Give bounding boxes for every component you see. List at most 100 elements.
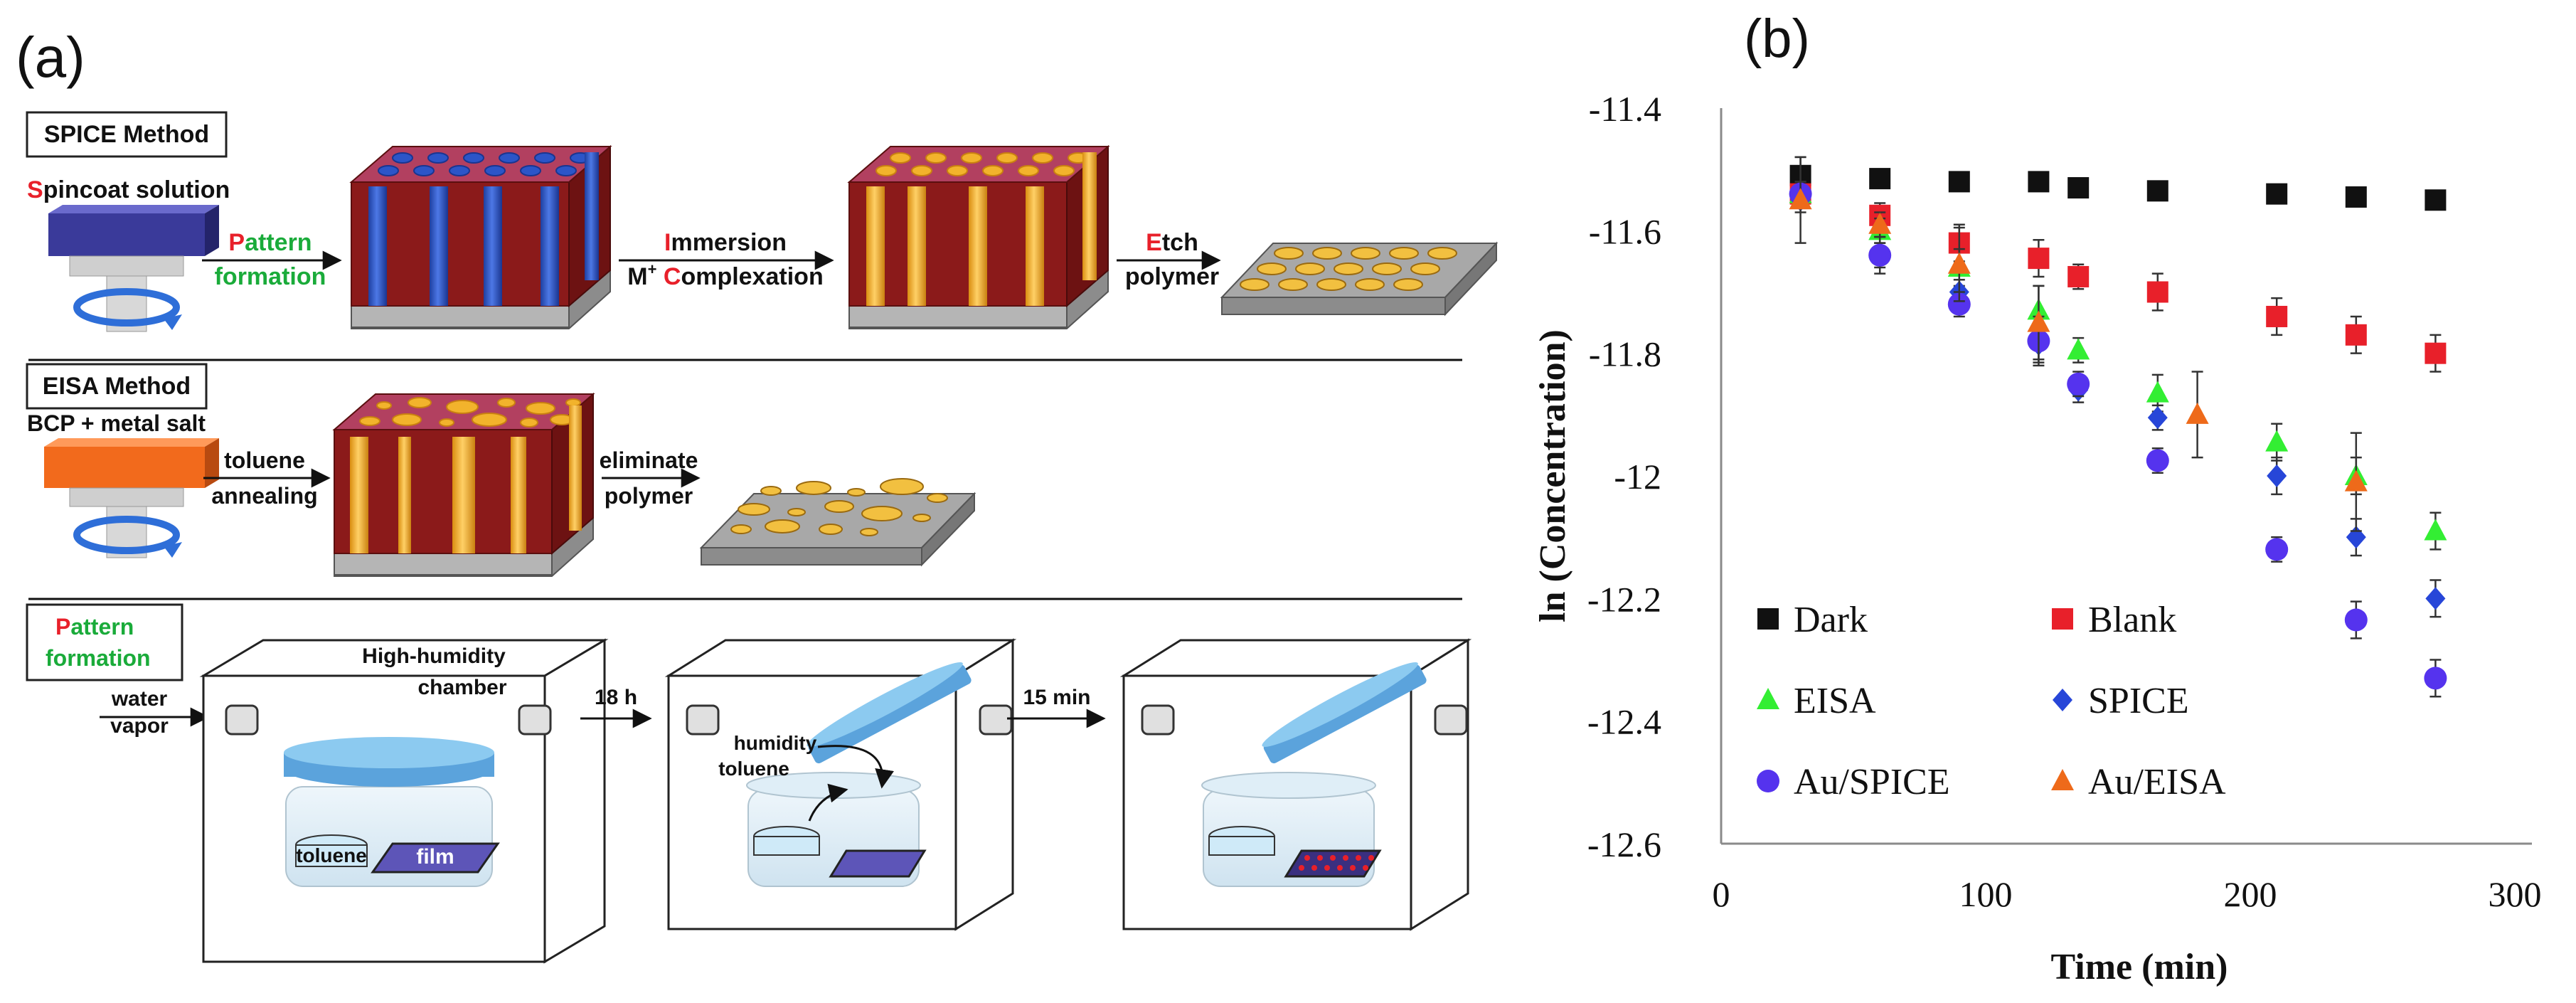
data-point: [2028, 171, 2050, 193]
complexation-first-letter: C: [664, 263, 681, 290]
metal-ion-charge: +: [648, 260, 657, 278]
data-point: [1789, 188, 1812, 210]
pattern-rest: attern: [245, 229, 312, 256]
legend-label: EISA: [1794, 681, 1876, 721]
spin-coater-icon-2: [44, 438, 219, 558]
spincoat-label: Spincoat solution: [27, 176, 230, 203]
formation-box-label: formation: [46, 645, 151, 671]
immersion-first-letter: I: [664, 229, 671, 256]
eisa-method-label: EISA Method: [43, 373, 191, 400]
data-point: [2067, 338, 2090, 360]
substrate-gold-dots: [1220, 241, 1499, 317]
data-point: [2344, 469, 2368, 492]
chamber-1: High-humidity chamber toluene film: [199, 638, 609, 964]
data-point: [2028, 248, 2050, 270]
series-dark: [1789, 156, 2447, 211]
y-axis-title: ln (Concentration): [1533, 329, 1573, 622]
data-point: [2424, 519, 2447, 541]
spice-method-box: [26, 111, 228, 158]
spice-method-label: SPICE Method: [44, 121, 209, 148]
pattern-formation-box: [26, 603, 183, 681]
legend-label: Blank: [2088, 600, 2176, 640]
eliminate-arrow-label: eliminate: [600, 447, 698, 473]
spin-coater-icon: [48, 205, 219, 332]
data-point: [2425, 189, 2447, 211]
spincoat-first-letter: S: [27, 176, 43, 203]
x-axis-title: Time (min): [2051, 947, 2228, 987]
chamber-title-2: chamber: [417, 676, 506, 699]
y-tick-label: -12.2: [1587, 579, 1661, 619]
data-point: [2425, 342, 2447, 364]
pattern-first-letter: P: [228, 229, 245, 256]
block-gold-cylinders: [847, 144, 1110, 329]
data-point: [1869, 168, 1891, 190]
eliminate-polymer-label: polymer: [605, 483, 693, 509]
substrate-gold-random: [699, 478, 976, 567]
data-point: [2425, 587, 2446, 610]
bcp-label: BCP + metal salt: [27, 410, 206, 436]
data-point: [2345, 324, 2367, 346]
water-label: water: [111, 687, 168, 711]
data-point: [2345, 186, 2367, 208]
legend-label: Dark: [1794, 600, 1868, 640]
series-layer: [1789, 156, 2447, 698]
series-au-eisa: [1789, 156, 2368, 532]
complexation-arrow-label: M+ Complexation: [627, 260, 823, 290]
pattern-box-first-letter: P: [55, 614, 70, 640]
pattern-arrow-label: Pattern: [228, 229, 312, 256]
data-point: [2146, 449, 2169, 472]
y-tick-label: -11.8: [1589, 334, 1661, 374]
annealing-arrow-label: annealing: [211, 483, 317, 509]
y-tick-label: -12.4: [1587, 702, 1661, 742]
data-point: [1948, 171, 1970, 193]
data-point: [2147, 406, 2168, 430]
data-point: [2067, 372, 2090, 396]
panel-b-label: (b): [1744, 9, 1810, 69]
pattern-box-label: Pattern: [55, 614, 134, 640]
etch-first-letter: E: [1146, 229, 1162, 256]
data-point: [1947, 292, 1971, 316]
block-gold-random: [332, 392, 595, 577]
chamber-title: High-humidity: [362, 644, 506, 668]
chamber-3: [1119, 638, 1472, 931]
panel-a-label: (a): [16, 26, 85, 89]
y-tick-label: -12.6: [1587, 824, 1661, 864]
data-point: [2027, 310, 2050, 332]
data-point: [2146, 281, 2168, 303]
legend-label: Au/SPICE: [1794, 762, 1950, 802]
legend-label: Au/EISA: [2088, 762, 2226, 802]
data-point: [2424, 667, 2447, 690]
x-tick-label: 0: [1713, 874, 1730, 914]
immersion-rest: mmersion: [671, 229, 787, 256]
etch-rest: tch: [1162, 229, 1198, 256]
legend-label: SPICE: [2088, 681, 2189, 721]
data-point: [1868, 243, 1892, 267]
toluene-label: toluene: [296, 844, 367, 866]
time-18h: 18 h: [595, 686, 637, 709]
y-tick-labels: -11.4-11.6-11.8-12-12.2-12.4-12.6: [1587, 89, 1661, 864]
immersion-arrow-label: Immersion: [664, 229, 787, 256]
x-tick-label: 300: [2489, 874, 2542, 914]
eisa-method-row: EISA Method BCP + metal salt toluene ann…: [26, 363, 976, 577]
data-point: [1868, 212, 1892, 234]
data-point: [2067, 177, 2090, 199]
y-tick-label: -11.4: [1589, 89, 1661, 129]
legend-marker: [2053, 689, 2072, 711]
spincoat-rest: pincoat solution: [43, 176, 230, 203]
data-point: [2344, 608, 2368, 632]
data-point: [2266, 183, 2288, 205]
time-15min: 15 min: [1023, 686, 1090, 709]
legend-marker: [1757, 770, 1779, 792]
block-blue-cylinders: [349, 144, 612, 329]
data-point: [2265, 538, 2289, 561]
data-point: [1947, 252, 1971, 274]
toluene-label-2: toluene: [718, 758, 789, 780]
series-au-spice: [1789, 181, 2447, 698]
chamber-2: humidity toluene: [664, 638, 1017, 931]
y-tick-label: -12: [1614, 457, 1661, 497]
x-tick-label: 100: [1959, 874, 2013, 914]
metal-ion-symbol: M: [627, 263, 647, 290]
spice-method-row: SPICE Method Spincoat solution Pattern f…: [26, 111, 1499, 332]
